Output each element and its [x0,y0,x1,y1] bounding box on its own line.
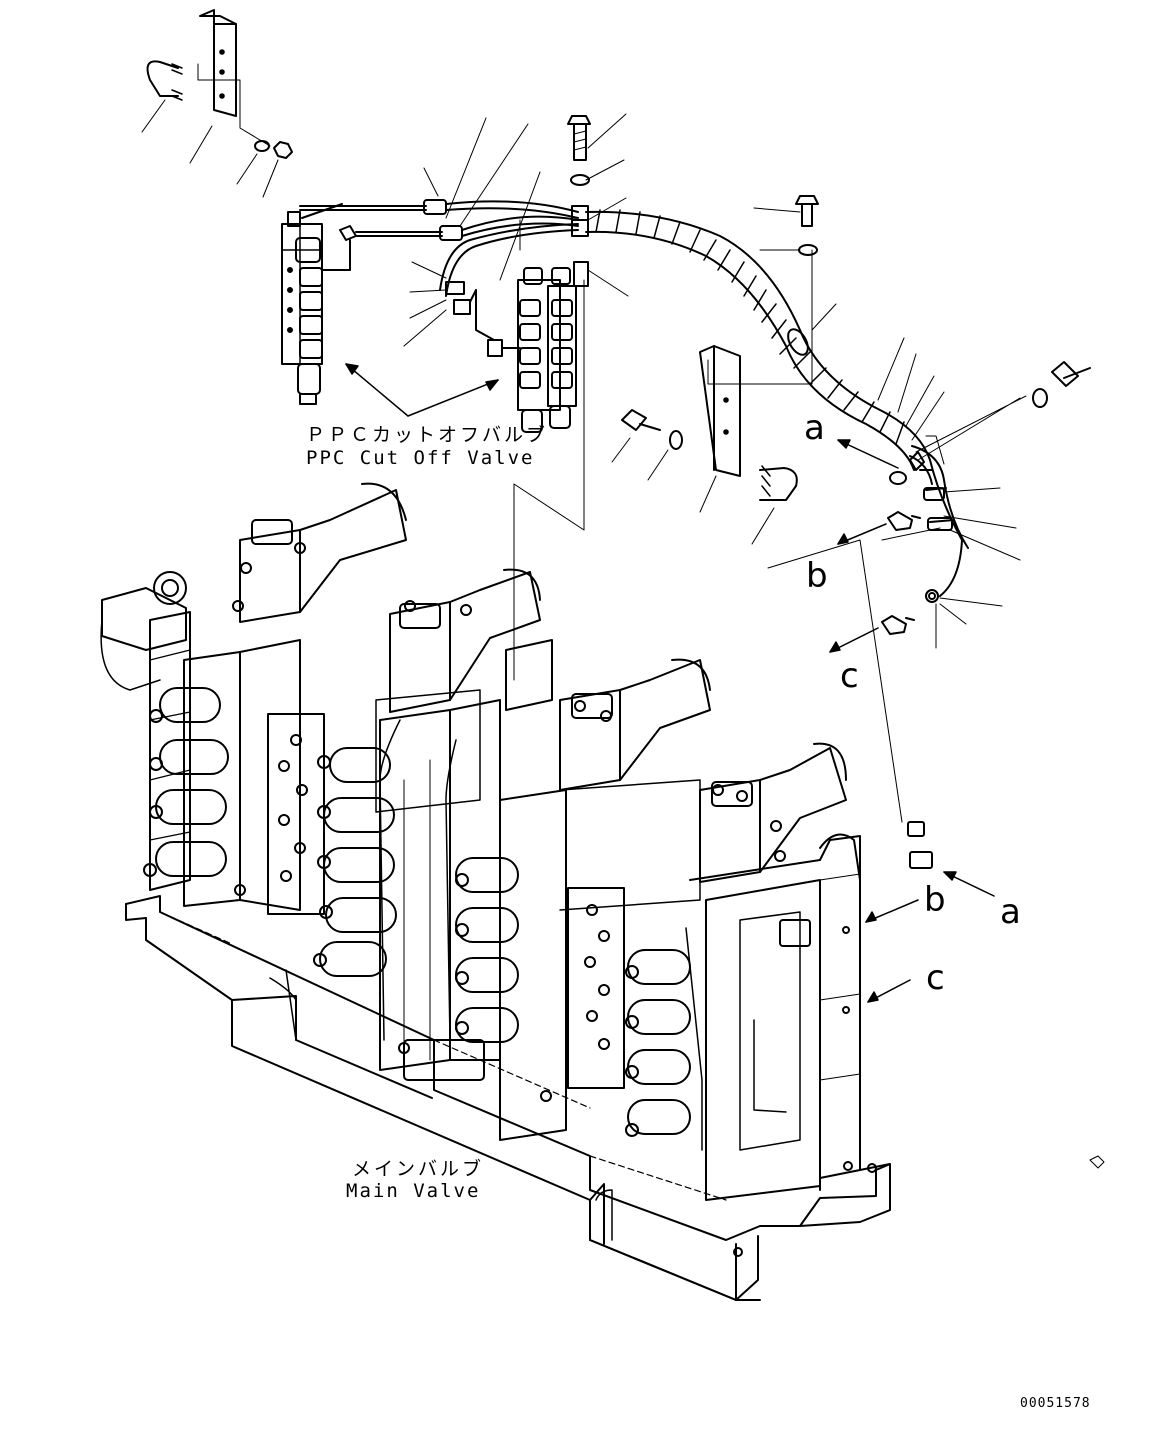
ppc-cut-off-valve-label-ja: ＰＰＣカットオフバルブ [306,424,549,446]
leader-2 [189,125,213,164]
bolts-washers [567,115,1091,450]
view-mark-b-lower: b [924,880,946,920]
bracket-left [199,9,237,117]
washer-1 [570,174,590,186]
leader-4 [262,159,279,198]
bolt-4 [621,409,661,431]
bolt-1 [567,115,591,161]
arrow-ppc-left [345,363,409,417]
view-mark-c-upper: c [840,656,859,696]
leader-3 [236,153,258,185]
washer-4 [669,430,683,450]
bracket-assembly-right [699,249,813,501]
main-valve-label-ja: メインバルブ [352,1158,485,1180]
main-valve-label-en: Main Valve [346,1180,481,1202]
bracket-assembly-left [141,9,293,198]
washer-left [254,140,270,152]
washer-2 [798,244,818,256]
u-bolt-left [146,60,179,97]
view-mark-a-upper: a [804,408,825,448]
bolt-3 [1051,361,1091,387]
ppc-valve-left [281,203,357,405]
view-mark-b-upper: b [806,556,828,596]
drawing-number: 00051578 [1020,1396,1091,1411]
leader-1 [141,99,166,133]
arrows [345,363,995,1003]
nut-left [273,141,293,159]
leader-lines-top [403,113,1027,649]
bolt-2 [795,195,819,227]
fittings-upper [881,511,933,869]
washer-3 [1032,388,1048,408]
ppc-valve-right [475,267,577,433]
small-bolt [1089,1155,1105,1169]
main-valve [100,482,891,1301]
ppc-cut-off-valve-label-en: PPC Cut Off Valve [306,447,535,469]
arrow-ppc-right [407,379,499,417]
view-mark-a-lower: a [1000,892,1021,932]
view-mark-c-lower: c [926,958,945,998]
hose-bundle [299,199,969,603]
